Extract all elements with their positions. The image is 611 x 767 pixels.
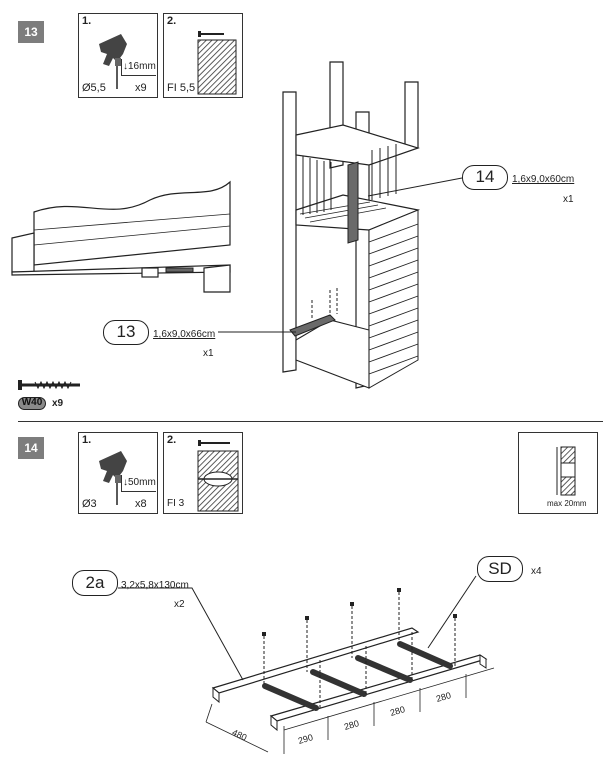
screw-icon (197, 31, 237, 95)
drill-depth-frame (121, 475, 156, 492)
part-13-dimension: 1,6x9,0x66cm (153, 329, 216, 340)
part-2a-qty: x2 (174, 599, 185, 610)
pilot-hole-label: FI 3 (167, 498, 185, 509)
pilot-hole-label: FI 5,5 (167, 82, 196, 94)
screw-code: W40 (21, 397, 43, 408)
wood-screw-icon (18, 380, 80, 390)
section-divider (18, 421, 603, 422)
predrill-instruction-box: 2. FI 5,5 (163, 13, 243, 98)
screw-qty: x9 (52, 398, 64, 409)
step-14-badge: 14 (18, 437, 44, 459)
hole-count-label: x8 (135, 498, 147, 510)
drill-instruction-box: 1. ↓50mm Ø3 x8 (78, 432, 158, 514)
part-sd-qty: x4 (531, 566, 542, 577)
part-2a-callout: 2a (72, 570, 118, 596)
part-14-callout: 14 (462, 165, 508, 190)
drill-depth-label: ↓50mm (123, 477, 156, 488)
screw-in-wood-icon (197, 440, 239, 512)
part-14-qty: x1 (563, 194, 574, 205)
drill-depth-label: ↓16mm (123, 61, 156, 72)
drill-diameter-label: Ø5,5 (82, 82, 106, 94)
part-13-callout: 13 (103, 320, 149, 345)
depth-gauge-icon (556, 446, 576, 496)
part-2a-dimension: 3,2x5,8x130cm (121, 580, 189, 591)
drill-icon (99, 451, 127, 505)
part-sd-callout: SD (477, 556, 523, 582)
drill-diameter-label: Ø3 (82, 498, 97, 510)
box-number: 1. (82, 434, 92, 446)
predrill-instruction-box: 2. FI 3 (163, 432, 243, 514)
drill-icon (99, 34, 127, 89)
box-number: 1. (82, 15, 92, 27)
drill-depth-frame (121, 59, 156, 76)
max-depth-label: max 20mm (547, 499, 587, 508)
max-depth-box: max 20mm (518, 432, 598, 514)
step-13-badge: 13 (18, 21, 44, 43)
drill-instruction-box: 1. ↓16mm Ø5,5 x9 (78, 13, 158, 98)
box-number: 2. (167, 15, 177, 27)
tower-assembly-illustration (11, 61, 463, 390)
hole-count-label: x9 (135, 82, 147, 94)
part-13-qty: x1 (203, 348, 214, 359)
part-14-dimension: 1,6x9,0x60cm (512, 174, 575, 185)
box-number: 2. (167, 434, 177, 446)
screw-code-badge: W40 (18, 397, 46, 410)
